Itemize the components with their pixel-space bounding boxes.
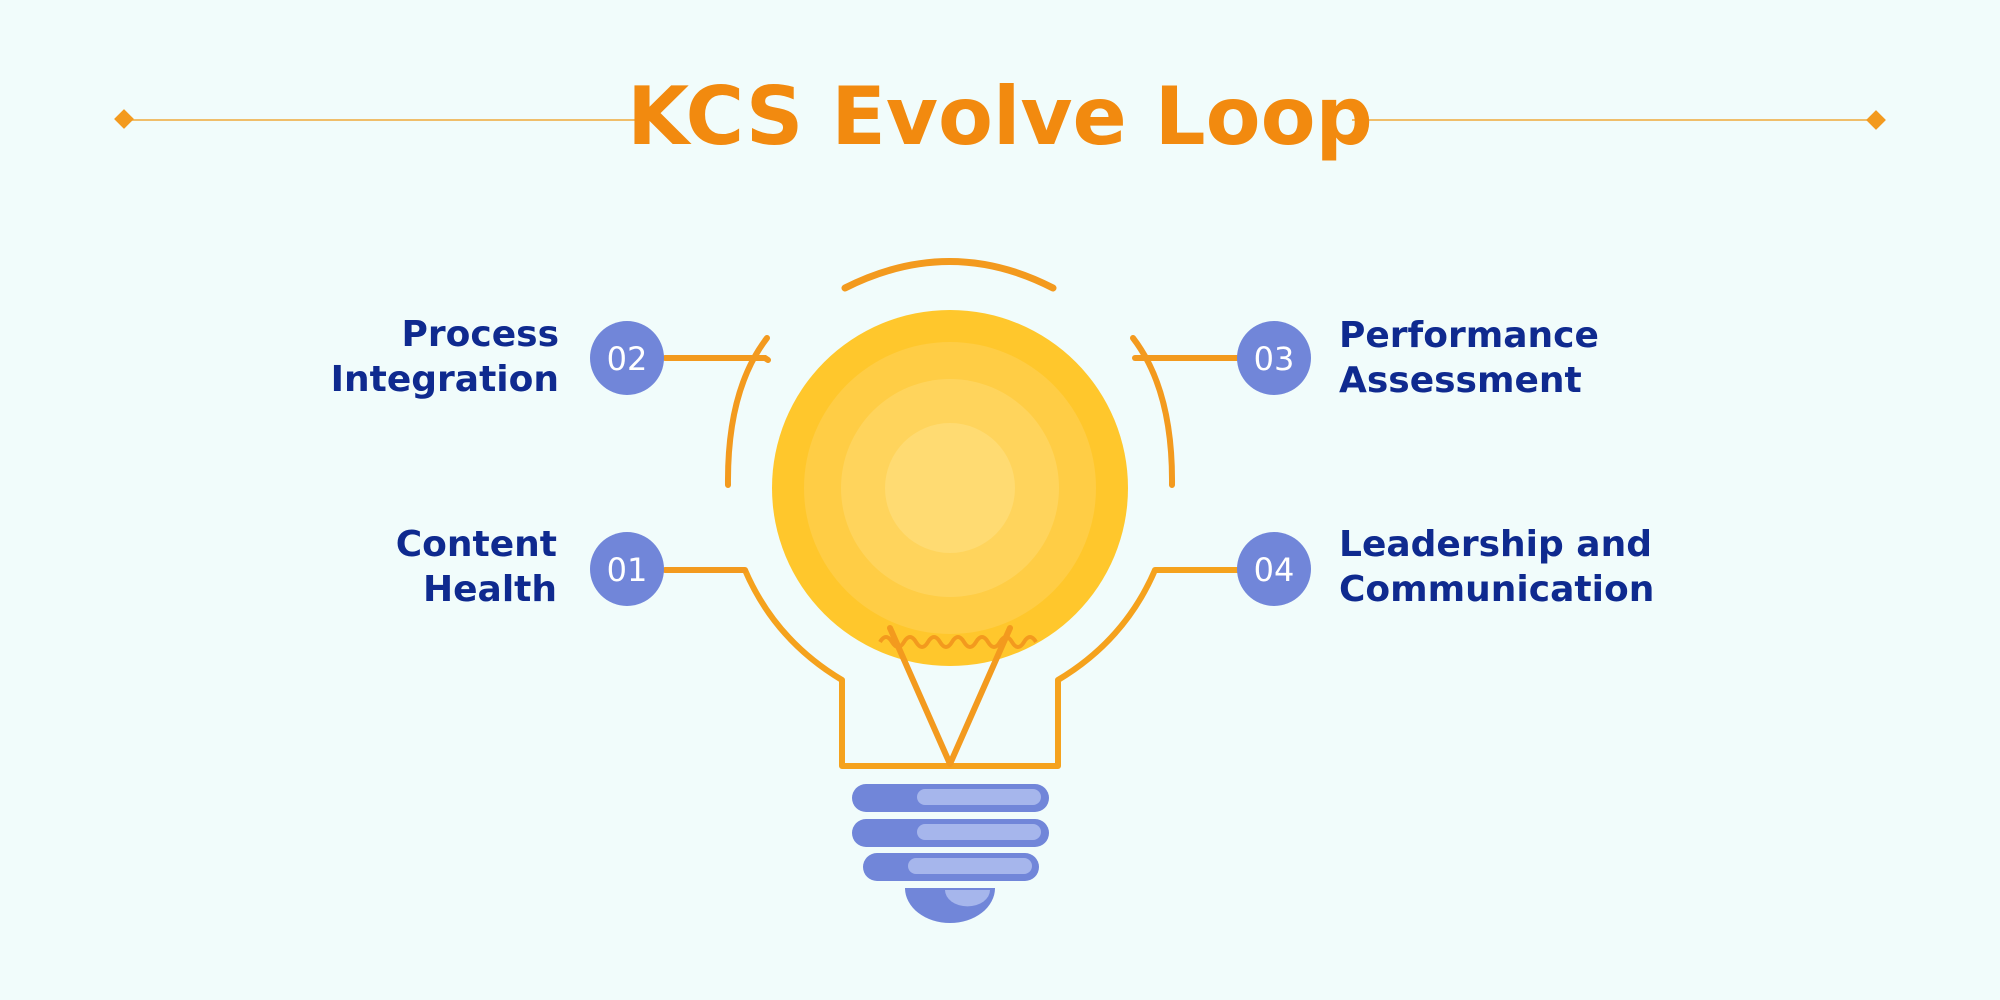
step-label-line: Health — [396, 567, 557, 612]
step-number: 03 — [1254, 340, 1295, 378]
step-number: 04 — [1254, 551, 1295, 589]
step-badge-03: 03 — [1237, 321, 1311, 395]
step-badge-02: 02 — [590, 321, 664, 395]
step-label-line: Content — [396, 522, 557, 567]
step-label-line: Process — [331, 312, 559, 357]
step-badge-01: 01 — [590, 532, 664, 606]
step-label-line: Assessment — [1339, 358, 1599, 403]
step-label-01: Content Health — [396, 522, 557, 612]
step-label-02: Process Integration — [331, 312, 559, 402]
step-label-line: Integration — [331, 357, 559, 402]
step-label-04: Leadership and Communication — [1339, 522, 1654, 612]
step-number: 01 — [607, 551, 648, 589]
step-badge-04: 04 — [1237, 532, 1311, 606]
step-label-line: Leadership and — [1339, 522, 1654, 567]
page-title: KCS Evolve Loop — [0, 70, 2000, 163]
step-label-line: Communication — [1339, 567, 1654, 612]
step-number: 02 — [607, 340, 648, 378]
step-label-03: Performance Assessment — [1339, 313, 1599, 403]
connector-02 — [665, 358, 768, 360]
step-label-line: Performance — [1339, 313, 1599, 358]
lightbulb-icon — [728, 262, 1172, 924]
